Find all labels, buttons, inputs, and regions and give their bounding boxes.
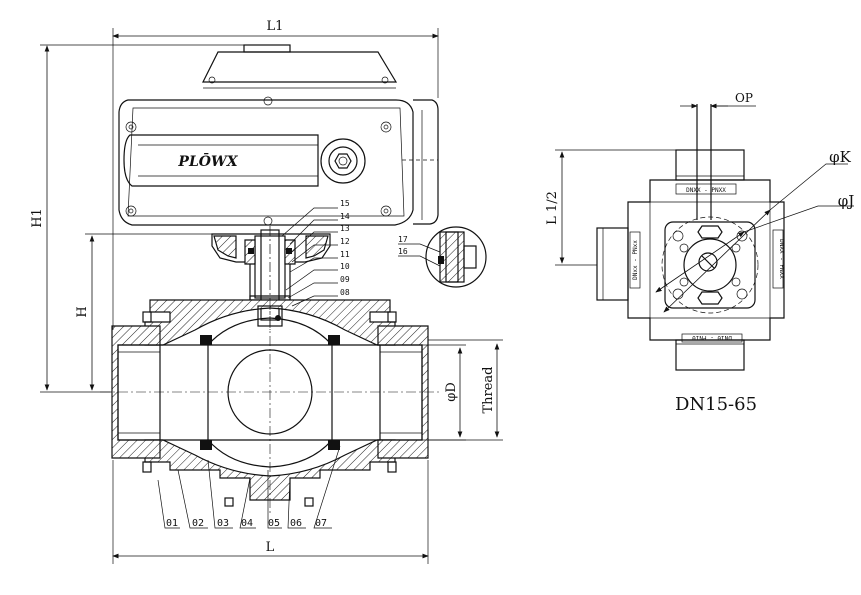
dim-H: H xyxy=(75,306,90,317)
dim-phi-K: φK xyxy=(829,148,852,166)
top-view xyxy=(555,103,854,371)
flange-label-left: DNxx - PNxx xyxy=(632,240,639,280)
flange-label-bottom: DN10 - PN10 xyxy=(692,334,732,341)
part-07: 07 xyxy=(315,518,327,529)
flange-label-top: DNXX - PNXX xyxy=(686,187,726,194)
dim-OP: OP xyxy=(735,91,753,105)
part-08: 08 xyxy=(340,288,350,297)
dim-phi-J: φJ xyxy=(838,192,855,210)
part-04: 04 xyxy=(241,518,253,529)
flange-label-right: DNXX - PNXX xyxy=(778,239,785,279)
dim-L: L xyxy=(266,540,275,555)
bottom-part-leaders xyxy=(157,445,341,529)
dim-L1: L1 xyxy=(267,19,284,34)
part-13: 13 xyxy=(340,224,350,233)
dim-thread: Thread xyxy=(481,366,496,413)
part-02: 02 xyxy=(192,518,204,529)
actuator: PLŌWX xyxy=(118,44,439,226)
part-17: 17 xyxy=(398,235,408,244)
size-range-label: DN15-65 xyxy=(675,394,757,415)
part-16: 16 xyxy=(398,247,408,256)
valve-body xyxy=(100,299,440,515)
part-12: 12 xyxy=(340,237,350,246)
part-01: 01 xyxy=(166,518,178,529)
stem-detail xyxy=(425,226,487,288)
stem-part-leaders xyxy=(281,207,338,307)
dimension-lines xyxy=(40,28,503,564)
dim-H1: H1 xyxy=(30,208,45,228)
dim-phi-D: φD xyxy=(444,382,459,402)
part-10: 10 xyxy=(340,262,350,271)
brand-logo: PLŌWX xyxy=(177,151,238,170)
part-11: 11 xyxy=(340,250,350,259)
part-03: 03 xyxy=(217,518,229,529)
part-06: 06 xyxy=(290,518,302,529)
part-09: 09 xyxy=(340,275,350,284)
part-05: 05 xyxy=(268,518,280,529)
dim-L-half: L 1/2 xyxy=(545,191,560,225)
part-14: 14 xyxy=(340,212,350,221)
part-15: 15 xyxy=(340,199,350,208)
